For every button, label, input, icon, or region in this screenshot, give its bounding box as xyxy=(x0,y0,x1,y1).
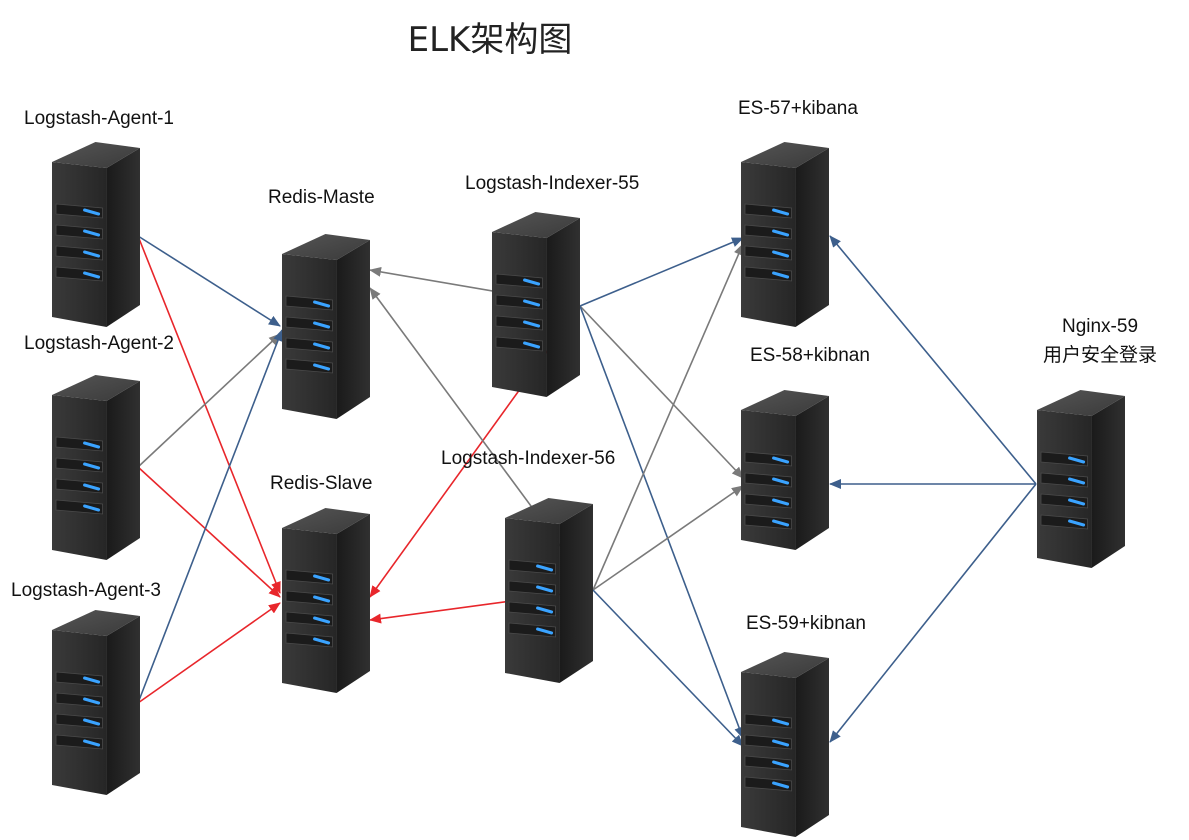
label-nginx-name: Nginx-59 xyxy=(1061,316,1139,337)
server-icon-agent3 xyxy=(52,610,140,795)
server-icon-nginx xyxy=(1037,390,1125,568)
server-icon-indexer56 xyxy=(505,498,593,683)
label-es-58: ES-58+kibnan xyxy=(750,345,870,366)
server-icon-es58 xyxy=(741,390,829,550)
edge-indexer55-to-es57 xyxy=(579,237,744,307)
label-redis-master: Redis-Maste xyxy=(268,187,375,208)
edge-agent3-to-redis_slave xyxy=(137,602,281,704)
edge-nginx-to-es59 xyxy=(829,483,1037,743)
label-logstash-indexer-55: Logstash-Indexer-55 xyxy=(465,173,640,194)
edge-indexer55-to-es58 xyxy=(579,305,744,479)
server-nodes xyxy=(52,142,1125,837)
diagram-title: ELK架构图 xyxy=(407,20,573,60)
server-icon-agent1 xyxy=(52,142,140,327)
edge-nginx-to-es57 xyxy=(829,235,1037,485)
edge-agent1-to-redis_slave xyxy=(137,235,281,594)
label-es-57: ES-57+kibana xyxy=(738,98,858,119)
label-logstash-agent-2: Logstash-Agent-2 xyxy=(24,333,174,354)
label-es-59: ES-59+kibnan xyxy=(746,613,866,634)
label-logstash-agent-3: Logstash-Agent-3 xyxy=(11,580,161,601)
connection-lines xyxy=(137,235,1037,747)
edge-indexer55-to-es59 xyxy=(579,305,744,739)
edge-agent2-to-redis_master xyxy=(137,333,281,468)
edge-indexer56-to-es59 xyxy=(592,589,744,747)
edge-indexer56-to-es57 xyxy=(592,243,744,591)
server-icon-agent2 xyxy=(52,375,140,560)
label-logstash-indexer-56: Logstash-Indexer-56 xyxy=(441,448,616,469)
edge-indexer56-to-es58 xyxy=(592,485,744,591)
label-nginx: Nginx-59 用户安全登录 xyxy=(1025,313,1175,369)
edge-agent3-to-redis_master xyxy=(137,329,283,704)
server-icon-indexer55 xyxy=(492,212,580,397)
server-icon-redis_slave xyxy=(282,508,370,693)
label-nginx-role: 用户安全登录 xyxy=(1042,344,1157,366)
server-icon-es59 xyxy=(741,652,829,837)
server-icon-redis_master xyxy=(282,234,370,419)
edge-agent1-to-redis_master xyxy=(137,235,281,327)
edge-agent2-to-redis_slave xyxy=(137,466,281,598)
server-icon-es57 xyxy=(741,142,829,327)
label-redis-slave: Redis-Slave xyxy=(270,473,373,494)
label-logstash-agent-1: Logstash-Agent-1 xyxy=(24,108,174,129)
